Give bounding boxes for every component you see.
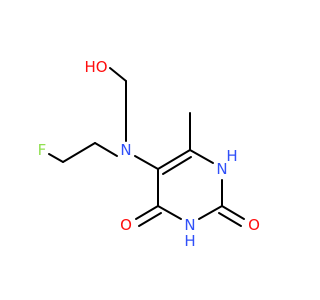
atom-hydroxyl: HO	[84, 58, 107, 76]
bond-c-f	[48, 153, 64, 163]
bond-n-c-fluoroethyl	[94, 142, 118, 157]
atom-n3-hydrogen: H	[184, 232, 195, 250]
bond-c4-o-double	[138, 212, 162, 227]
molecule-structure-diagram: HO N F H N N H O O	[38, 58, 260, 250]
bond-c2-o-double	[218, 212, 242, 227]
bond-c4-o	[135, 205, 159, 220]
atom-n1-hydrogen: H	[226, 147, 237, 165]
bond-c5-c6-double	[162, 156, 192, 175]
bond-c-c-fluoroethyl	[62, 142, 96, 163]
bond-o-c	[109, 67, 127, 82]
bond-c6-n1	[189, 149, 214, 164]
atom-labels: HO N F H N N H O O	[38, 58, 260, 250]
bond-n3-c4	[157, 205, 182, 220]
bond-c2-o	[221, 205, 245, 220]
atom-fluorine: F	[38, 141, 47, 159]
bonds	[48, 67, 245, 227]
bond-c2-n3	[198, 205, 223, 220]
atom-n1: N	[216, 160, 227, 178]
atom-oxygen-c4: O	[120, 216, 132, 234]
bond-n-c5	[134, 155, 159, 170]
atom-amine-nitrogen: N	[120, 141, 131, 159]
atom-n3: N	[184, 216, 195, 234]
atom-oxygen-c2: O	[248, 216, 260, 234]
bond-c5-c6	[157, 149, 191, 170]
